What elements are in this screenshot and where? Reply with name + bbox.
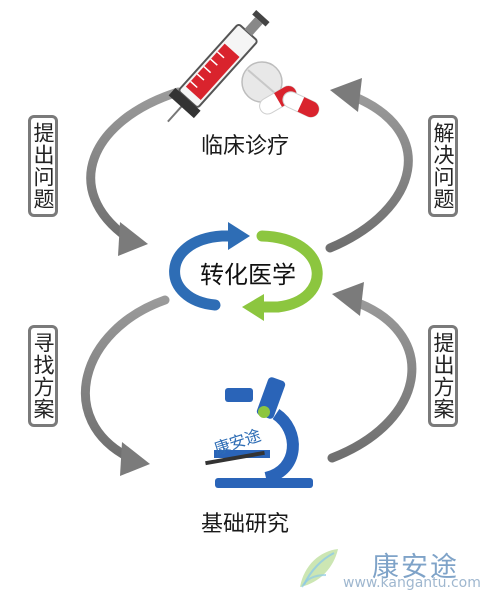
arrow-left-lower [80, 295, 170, 476]
syringe-icon [167, 10, 270, 123]
node-clinical-practice: 临床诊疗 [201, 134, 290, 159]
node-basic-research: 基础研究 [201, 512, 290, 537]
pills-icon [241, 61, 320, 118]
edge-label-left-lower: 寻找方案 [28, 325, 58, 427]
edge-label-right-lower: 提出方案 [428, 325, 458, 427]
arrow-right-lower [327, 282, 417, 463]
watermark-brand: 康安途 [372, 552, 459, 583]
watermark-url: www.kangantu.com [343, 575, 481, 591]
cycle-icon [169, 222, 323, 321]
microscope-icon: 康安途 [205, 377, 313, 488]
arrow-left-upper [86, 87, 183, 256]
arrow-right-upper [325, 78, 413, 253]
watermark-leaf-icon [300, 549, 338, 588]
edge-label-right-upper: 解决问题 [428, 115, 458, 217]
edge-label-left-upper: 提出问题 [28, 115, 58, 217]
node-translational-medicine: 转化医学 [200, 261, 296, 289]
